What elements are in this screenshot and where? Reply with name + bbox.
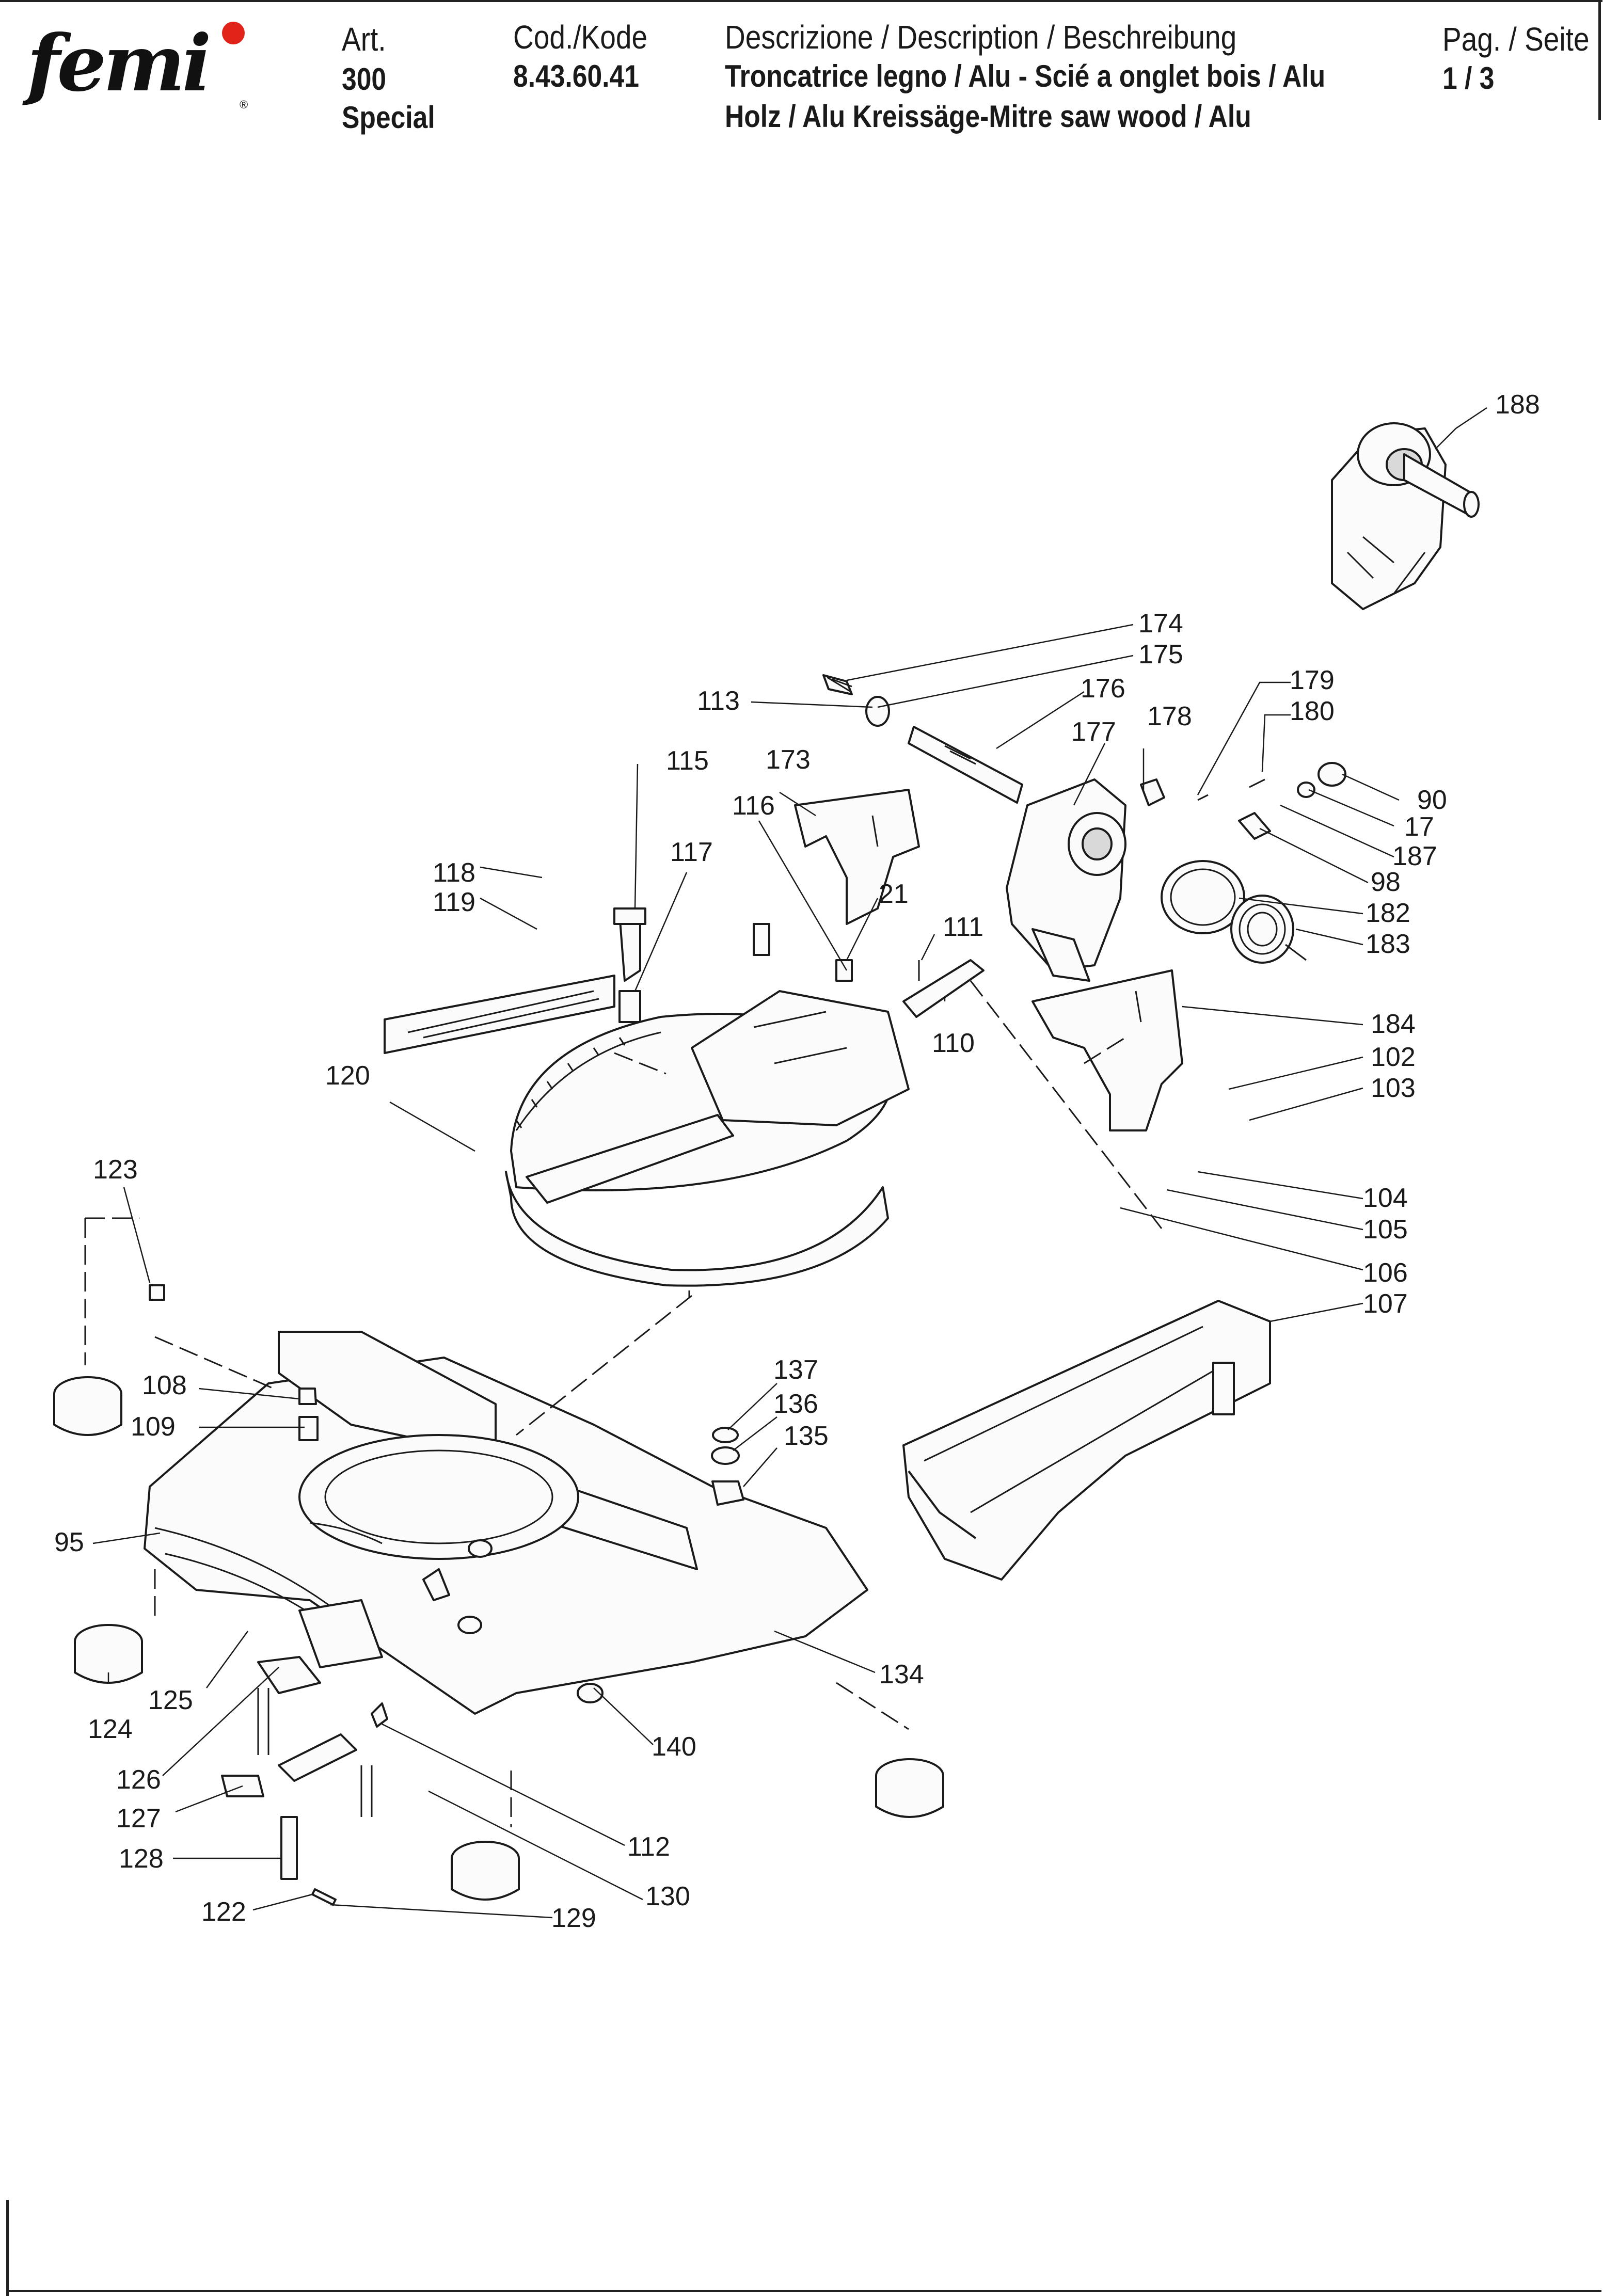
callout-136: 136 bbox=[773, 1389, 818, 1419]
code-value: 8.43.60.41 bbox=[513, 59, 639, 93]
assembly-lines bbox=[84, 980, 1163, 1827]
frame-right-rule bbox=[1598, 0, 1601, 120]
callout-115: 115 bbox=[666, 746, 709, 776]
page-label: Pag. / Seite bbox=[1442, 21, 1590, 58]
callout-110: 110 bbox=[932, 1028, 975, 1058]
callout-134: 134 bbox=[879, 1660, 924, 1689]
art-label: Art. bbox=[342, 21, 386, 58]
callout-137: 137 bbox=[773, 1355, 818, 1385]
callout-21: 21 bbox=[879, 879, 909, 909]
logo-red-dot bbox=[222, 22, 245, 44]
callout-178: 178 bbox=[1147, 701, 1192, 731]
callout-116: 116 bbox=[732, 791, 775, 821]
small-hardware bbox=[384, 907, 985, 1054]
frame-top-rule bbox=[0, 0, 1602, 2]
callout-179: 179 bbox=[1290, 665, 1335, 695]
callout-104: 104 bbox=[1363, 1183, 1408, 1213]
art-value-variant: Special bbox=[342, 100, 435, 135]
turntable-120 bbox=[505, 990, 910, 1287]
callout-90: 90 bbox=[1417, 785, 1447, 815]
guard-plates bbox=[794, 789, 1183, 1131]
callout-175: 175 bbox=[1138, 640, 1183, 669]
callout-184: 184 bbox=[1371, 1009, 1416, 1039]
callout-111: 111 bbox=[943, 912, 984, 942]
callout-188: 188 bbox=[1495, 390, 1540, 420]
callout-126: 126 bbox=[116, 1765, 161, 1795]
callout-174: 174 bbox=[1138, 609, 1183, 639]
callout-128: 128 bbox=[119, 1844, 164, 1874]
art-value-number: 300 bbox=[342, 62, 387, 97]
frame-bottom-rule bbox=[6, 2290, 1601, 2292]
blade-guard-107 bbox=[902, 1300, 1271, 1581]
callout-180: 180 bbox=[1290, 696, 1335, 726]
femi-logo: femi ® bbox=[27, 18, 254, 111]
callout-117: 117 bbox=[670, 837, 713, 867]
callout-112: 112 bbox=[627, 1832, 670, 1862]
callout-130: 130 bbox=[645, 1882, 690, 1911]
logo-text: femi bbox=[27, 18, 212, 109]
frame-left-rule bbox=[6, 2200, 9, 2296]
registered-mark: ® bbox=[240, 98, 248, 111]
callout-108: 108 bbox=[142, 1370, 187, 1400]
description-line-1: Troncatrice legno / Alu - Scié a onglet … bbox=[725, 59, 1326, 93]
callout-119: 119 bbox=[433, 887, 475, 917]
callout-182: 182 bbox=[1366, 898, 1410, 928]
callout-120: 120 bbox=[325, 1061, 370, 1091]
callout-109: 109 bbox=[131, 1412, 176, 1442]
fasteners bbox=[149, 1284, 744, 1506]
callout-124: 124 bbox=[88, 1714, 133, 1744]
callout-183: 183 bbox=[1366, 929, 1410, 959]
lock-hardware bbox=[221, 1656, 388, 1906]
callout-103: 103 bbox=[1371, 1073, 1416, 1103]
rubber-feet bbox=[53, 1376, 944, 1901]
page-value: 1 / 3 bbox=[1442, 61, 1495, 95]
callout-129: 129 bbox=[551, 1903, 596, 1933]
callout-173: 173 bbox=[766, 745, 811, 775]
description-line-2: Holz / Alu Kreissäge-Mitre saw wood / Al… bbox=[725, 99, 1251, 134]
description-label: Descrizione / Description / Beschreibung bbox=[725, 19, 1237, 56]
callout-107: 107 bbox=[1363, 1289, 1408, 1319]
callout-177: 177 bbox=[1071, 717, 1116, 747]
callout-135: 135 bbox=[784, 1421, 829, 1451]
callout-176: 176 bbox=[1081, 674, 1125, 704]
callout-95: 95 bbox=[54, 1527, 84, 1557]
callout-140: 140 bbox=[652, 1732, 696, 1762]
callout-125: 125 bbox=[148, 1685, 193, 1715]
callout-98: 98 bbox=[1371, 867, 1401, 897]
callout-17: 17 bbox=[1404, 812, 1434, 842]
bearing-housing-188 bbox=[1331, 422, 1480, 610]
callout-123: 123 bbox=[93, 1155, 138, 1185]
callout-105: 105 bbox=[1363, 1215, 1408, 1245]
callout-102: 102 bbox=[1371, 1042, 1416, 1072]
callout-122: 122 bbox=[201, 1897, 246, 1927]
callout-113: 113 bbox=[697, 686, 740, 716]
code-label: Cod./Kode bbox=[513, 19, 648, 56]
leader-lines bbox=[92, 407, 1487, 1919]
base-134 bbox=[144, 1331, 868, 1715]
callout-106: 106 bbox=[1363, 1258, 1408, 1288]
callout-187: 187 bbox=[1392, 841, 1437, 871]
callout-118: 118 bbox=[433, 858, 475, 888]
pivot-shaft-assembly bbox=[822, 674, 1346, 982]
callout-127: 127 bbox=[116, 1804, 161, 1833]
